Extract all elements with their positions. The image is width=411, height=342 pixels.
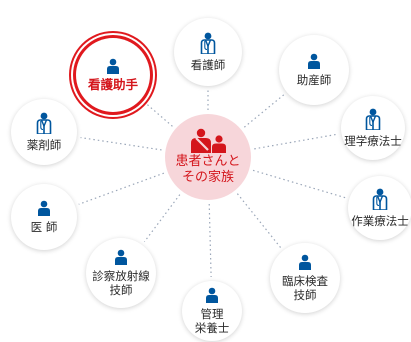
role-label-radiology-technician: 診察放射線技師 bbox=[92, 269, 150, 297]
role-label-nurse: 看護師 bbox=[191, 58, 226, 72]
role-label-line2: 栄養士 bbox=[194, 321, 230, 335]
patient-family-hub: 患者さんと その家族 bbox=[165, 114, 251, 200]
connector-line-occupational-therapist bbox=[252, 169, 346, 199]
role-node-dietitian[interactable]: 管理栄養士 bbox=[182, 281, 242, 341]
connector-line-lab-technician bbox=[236, 193, 282, 248]
coat-person-icon bbox=[372, 188, 388, 210]
connector-line-dietitian bbox=[208, 203, 212, 278]
role-node-nursing-assistant[interactable]: 看護助手 bbox=[79, 41, 147, 109]
role-label-line1: 管理 bbox=[200, 307, 224, 321]
role-label-line1: 臨床検査 bbox=[282, 274, 328, 288]
coat-person-icon bbox=[365, 108, 381, 130]
coat-person-icon bbox=[36, 112, 52, 134]
connector-line-midwife bbox=[243, 94, 285, 128]
role-node-occupational-therapist[interactable]: 作業療法士 bbox=[348, 176, 411, 240]
role-label-line1: 看護助手 bbox=[87, 77, 138, 92]
role-label-pharmacist: 薬剤師 bbox=[27, 138, 62, 152]
role-label-line1: 医 師 bbox=[30, 220, 58, 234]
role-label-midwife: 助産師 bbox=[297, 73, 332, 87]
person-icon bbox=[107, 58, 119, 74]
role-label-dietitian: 管理栄養士 bbox=[195, 307, 230, 335]
coat-person-icon bbox=[200, 32, 216, 54]
role-label-line1: 看護師 bbox=[190, 58, 226, 72]
connector-line-doctor bbox=[78, 172, 165, 205]
person-icon bbox=[38, 200, 50, 216]
role-node-lab-technician[interactable]: 臨床検査技師 bbox=[270, 243, 340, 313]
role-node-nurse[interactable]: 看護師 bbox=[174, 18, 242, 86]
person-icon bbox=[206, 287, 218, 303]
role-node-doctor[interactable]: 医 師 bbox=[11, 184, 77, 250]
role-label-occupational-therapist: 作業療法士 bbox=[351, 214, 409, 228]
connector-line-pharmacist bbox=[80, 136, 162, 151]
patient-family-label: 患者さんと その家族 bbox=[175, 154, 240, 186]
patient-family-line1: 患者さんと bbox=[175, 154, 241, 169]
connector-line-radiology-technician bbox=[143, 194, 181, 243]
role-node-midwife[interactable]: 助産師 bbox=[279, 35, 349, 105]
person-icon bbox=[299, 254, 311, 270]
role-label-line1: 助産師 bbox=[296, 73, 332, 87]
role-label-physical-therapist: 理学療法士 bbox=[344, 134, 402, 148]
role-label-line1: 理学療法士 bbox=[344, 134, 402, 148]
person-icon bbox=[115, 249, 127, 265]
connector-line-physical-therapist bbox=[254, 133, 338, 150]
connector-line-nursing-assistant bbox=[141, 99, 173, 127]
role-label-line1: 薬剤師 bbox=[26, 138, 62, 152]
role-label-line2: 技師 bbox=[109, 283, 133, 297]
role-node-physical-therapist[interactable]: 理学療法士 bbox=[341, 96, 405, 160]
person-icon bbox=[308, 53, 320, 69]
role-label-doctor: 医 師 bbox=[31, 220, 58, 234]
patient-family-icon bbox=[191, 128, 226, 153]
role-label-line1: 診察放射線 bbox=[92, 269, 150, 283]
role-node-pharmacist[interactable]: 薬剤師 bbox=[11, 99, 77, 165]
role-label-line1: 作業療法士 bbox=[351, 214, 409, 228]
patient-family-line2: その家族 bbox=[181, 170, 234, 185]
role-label-line2: 技師 bbox=[293, 288, 317, 302]
role-node-radiology-technician[interactable]: 診察放射線技師 bbox=[86, 238, 156, 308]
role-label-nursing-assistant: 看護助手 bbox=[88, 78, 138, 92]
role-label-lab-technician: 臨床検査技師 bbox=[282, 274, 328, 302]
